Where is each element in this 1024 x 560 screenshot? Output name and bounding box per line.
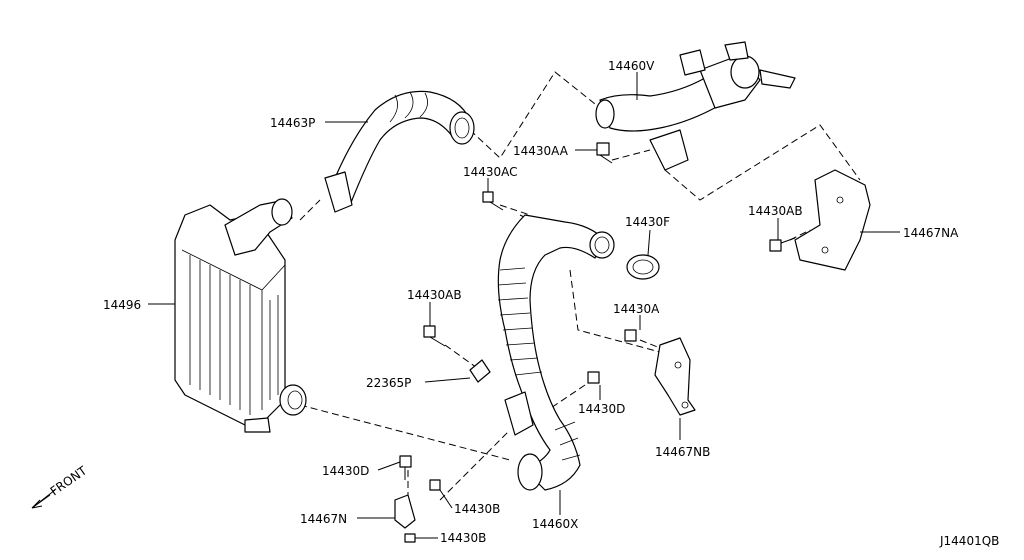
clamp-14430f bbox=[626, 254, 660, 280]
hose-14463p bbox=[324, 90, 475, 213]
bracket-14467n bbox=[394, 494, 416, 529]
bolt-14430ab-mid bbox=[423, 325, 446, 347]
hose-14460x bbox=[497, 214, 615, 491]
bracket-14467nb bbox=[654, 337, 696, 416]
label-14430b-a: 14430B bbox=[454, 502, 500, 516]
bracket-14467na bbox=[794, 169, 871, 271]
clip-14430b-a bbox=[429, 479, 441, 491]
label-14430ac: 14430AC bbox=[463, 165, 518, 179]
label-14430d-right: 14430D bbox=[578, 402, 625, 416]
sensor-22365p bbox=[469, 359, 491, 383]
bolt-14430d-left bbox=[399, 455, 412, 480]
label-14430f: 14430F bbox=[625, 215, 670, 229]
label-14467nb: 14467NB bbox=[655, 445, 710, 459]
bolt-14430a bbox=[624, 329, 637, 342]
assembly-dashed-lines bbox=[299, 71, 861, 501]
label-14430ab-top: 14430AB bbox=[748, 204, 803, 218]
label-22365p: 22365P bbox=[366, 376, 411, 390]
clip-14430b-b bbox=[404, 533, 416, 543]
bolt-14430ac bbox=[482, 191, 504, 211]
label-14460x: 14460X bbox=[532, 517, 578, 531]
label-14496: 14496 bbox=[103, 298, 141, 312]
label-14467n: 14467N bbox=[300, 512, 347, 526]
label-14430ab-mid: 14430AB bbox=[407, 288, 462, 302]
front-arrow-icon bbox=[31, 489, 56, 509]
label-14430d-left: 14430D bbox=[322, 464, 369, 478]
bolt-14430d-right bbox=[587, 371, 600, 384]
pipe-14460v bbox=[595, 41, 796, 171]
diagram-code: J14401QB bbox=[939, 534, 999, 548]
label-14463p: 14463P bbox=[270, 116, 315, 130]
label-14460v: 14460V bbox=[608, 59, 655, 73]
bolt-14430aa bbox=[596, 142, 613, 164]
label-14467na: 14467NA bbox=[903, 226, 959, 240]
bolt-14430ab-top bbox=[769, 237, 796, 252]
label-14430b-b: 14430B bbox=[440, 531, 486, 545]
label-14430a: 14430A bbox=[613, 302, 660, 316]
front-label: FRONT bbox=[48, 463, 90, 498]
intercooler-14496 bbox=[174, 198, 307, 433]
label-14430aa: 14430AA bbox=[513, 144, 569, 158]
